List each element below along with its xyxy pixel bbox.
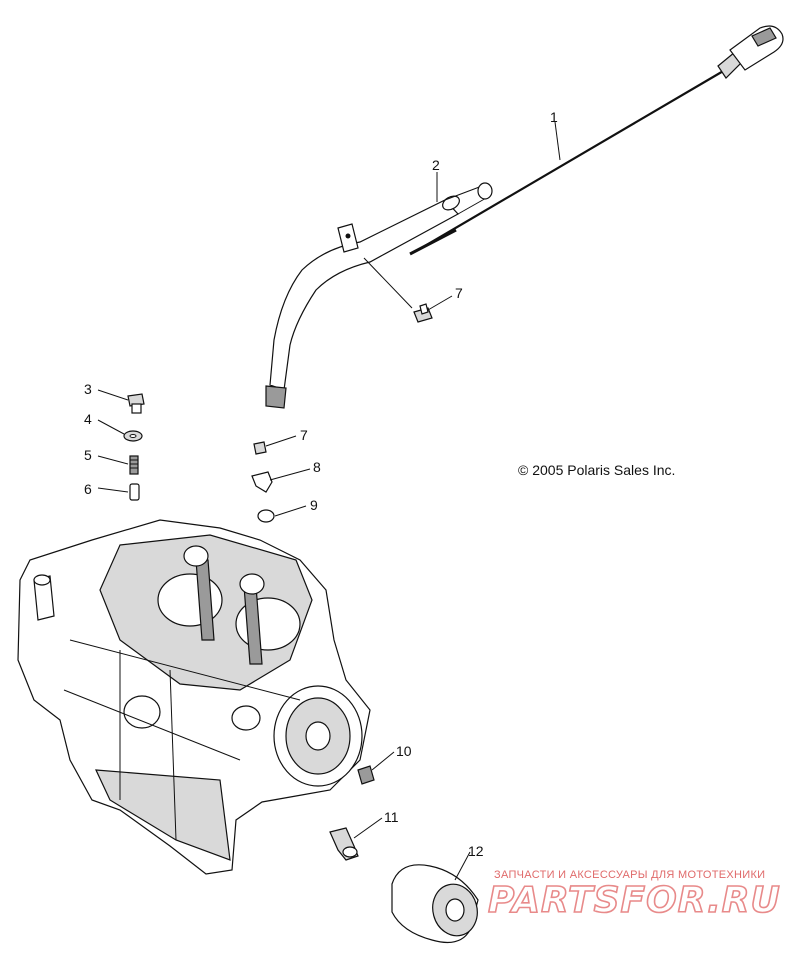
leader-lines <box>97 121 561 881</box>
callout-2: 2 <box>432 157 440 173</box>
fitting-part-11 <box>329 827 359 861</box>
plug-part-10 <box>357 765 375 785</box>
spring-part-5 <box>129 455 139 475</box>
callout-7-upper: 7 <box>455 285 463 301</box>
callout-3: 3 <box>84 381 92 397</box>
callout-7-lower: 7 <box>300 427 308 443</box>
engine-crankcase <box>17 519 371 875</box>
callout-9: 9 <box>310 497 318 513</box>
callout-6: 6 <box>84 481 92 497</box>
callout-5: 5 <box>84 447 92 463</box>
watermark-logo: PARTSFOR.RU <box>488 880 781 921</box>
copyright-notice: © 2005 Polaris Sales Inc. <box>518 462 675 478</box>
callout-11: 11 <box>384 809 399 825</box>
callout-10: 10 <box>396 743 412 759</box>
o-ring-part-9 <box>257 509 275 523</box>
dipstick-part-1 <box>409 25 784 256</box>
oil-filter-part-12 <box>391 864 479 943</box>
callout-labels: 1 2 3 4 5 6 7 7 8 9 10 11 12 <box>84 109 558 859</box>
dowel-part-6 <box>129 483 140 501</box>
bracket-part-8 <box>251 471 273 493</box>
watermark: ЗАПЧАСТИ И АКСЕССУАРЫ ДЛЯ МОТОТЕХНИКИ PA… <box>487 869 781 922</box>
callout-8: 8 <box>313 459 321 475</box>
bolt-part-7-lower <box>253 441 267 455</box>
bolt-part-7-upper <box>413 303 433 323</box>
callout-1: 1 <box>550 109 558 125</box>
callout-4: 4 <box>84 411 92 427</box>
watermark-tagline: ЗАПЧАСТИ И АКСЕССУАРЫ ДЛЯ МОТОТЕХНИКИ <box>494 869 765 881</box>
bolt-part-3 <box>127 393 145 414</box>
dipstick-tube-part-2 <box>265 182 493 409</box>
callout-12: 12 <box>468 843 484 859</box>
washer-part-4 <box>123 430 143 442</box>
